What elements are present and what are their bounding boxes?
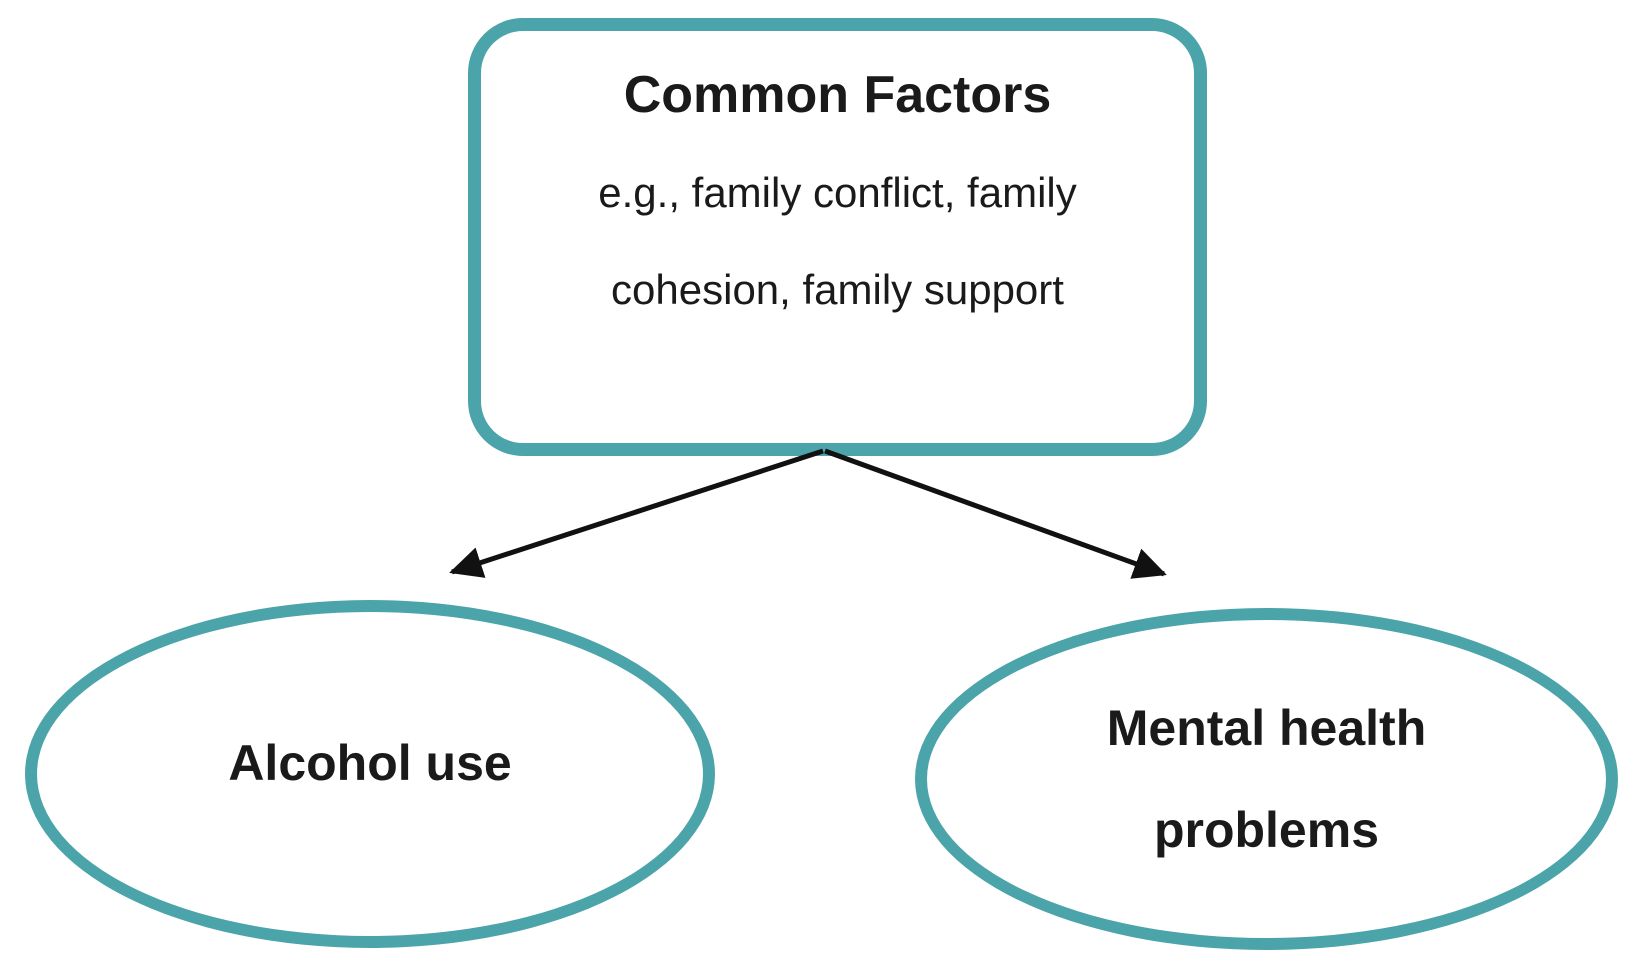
alcohol-use-label: Alcohol use (228, 735, 512, 791)
mental-health-label-line1: Mental health (1106, 700, 1427, 756)
mental-health-label: Mental health problems (1107, 677, 1426, 881)
arrow-to-alcohol-use (449, 448, 824, 578)
common-factors-examples-line2: cohesion, family support (611, 266, 1064, 313)
mental-health-label-line2: problems (1153, 802, 1380, 858)
mental-health-node: Mental health problems (915, 608, 1618, 950)
common-factors-box: Common Factors e.g., family conflict, fa… (468, 18, 1207, 456)
common-factors-examples-line1: e.g., family conflict, family (598, 169, 1077, 216)
arrow-to-mental-health (824, 448, 1167, 579)
alcohol-use-node: Alcohol use (25, 600, 715, 948)
common-factors-title: Common Factors (623, 66, 1052, 124)
